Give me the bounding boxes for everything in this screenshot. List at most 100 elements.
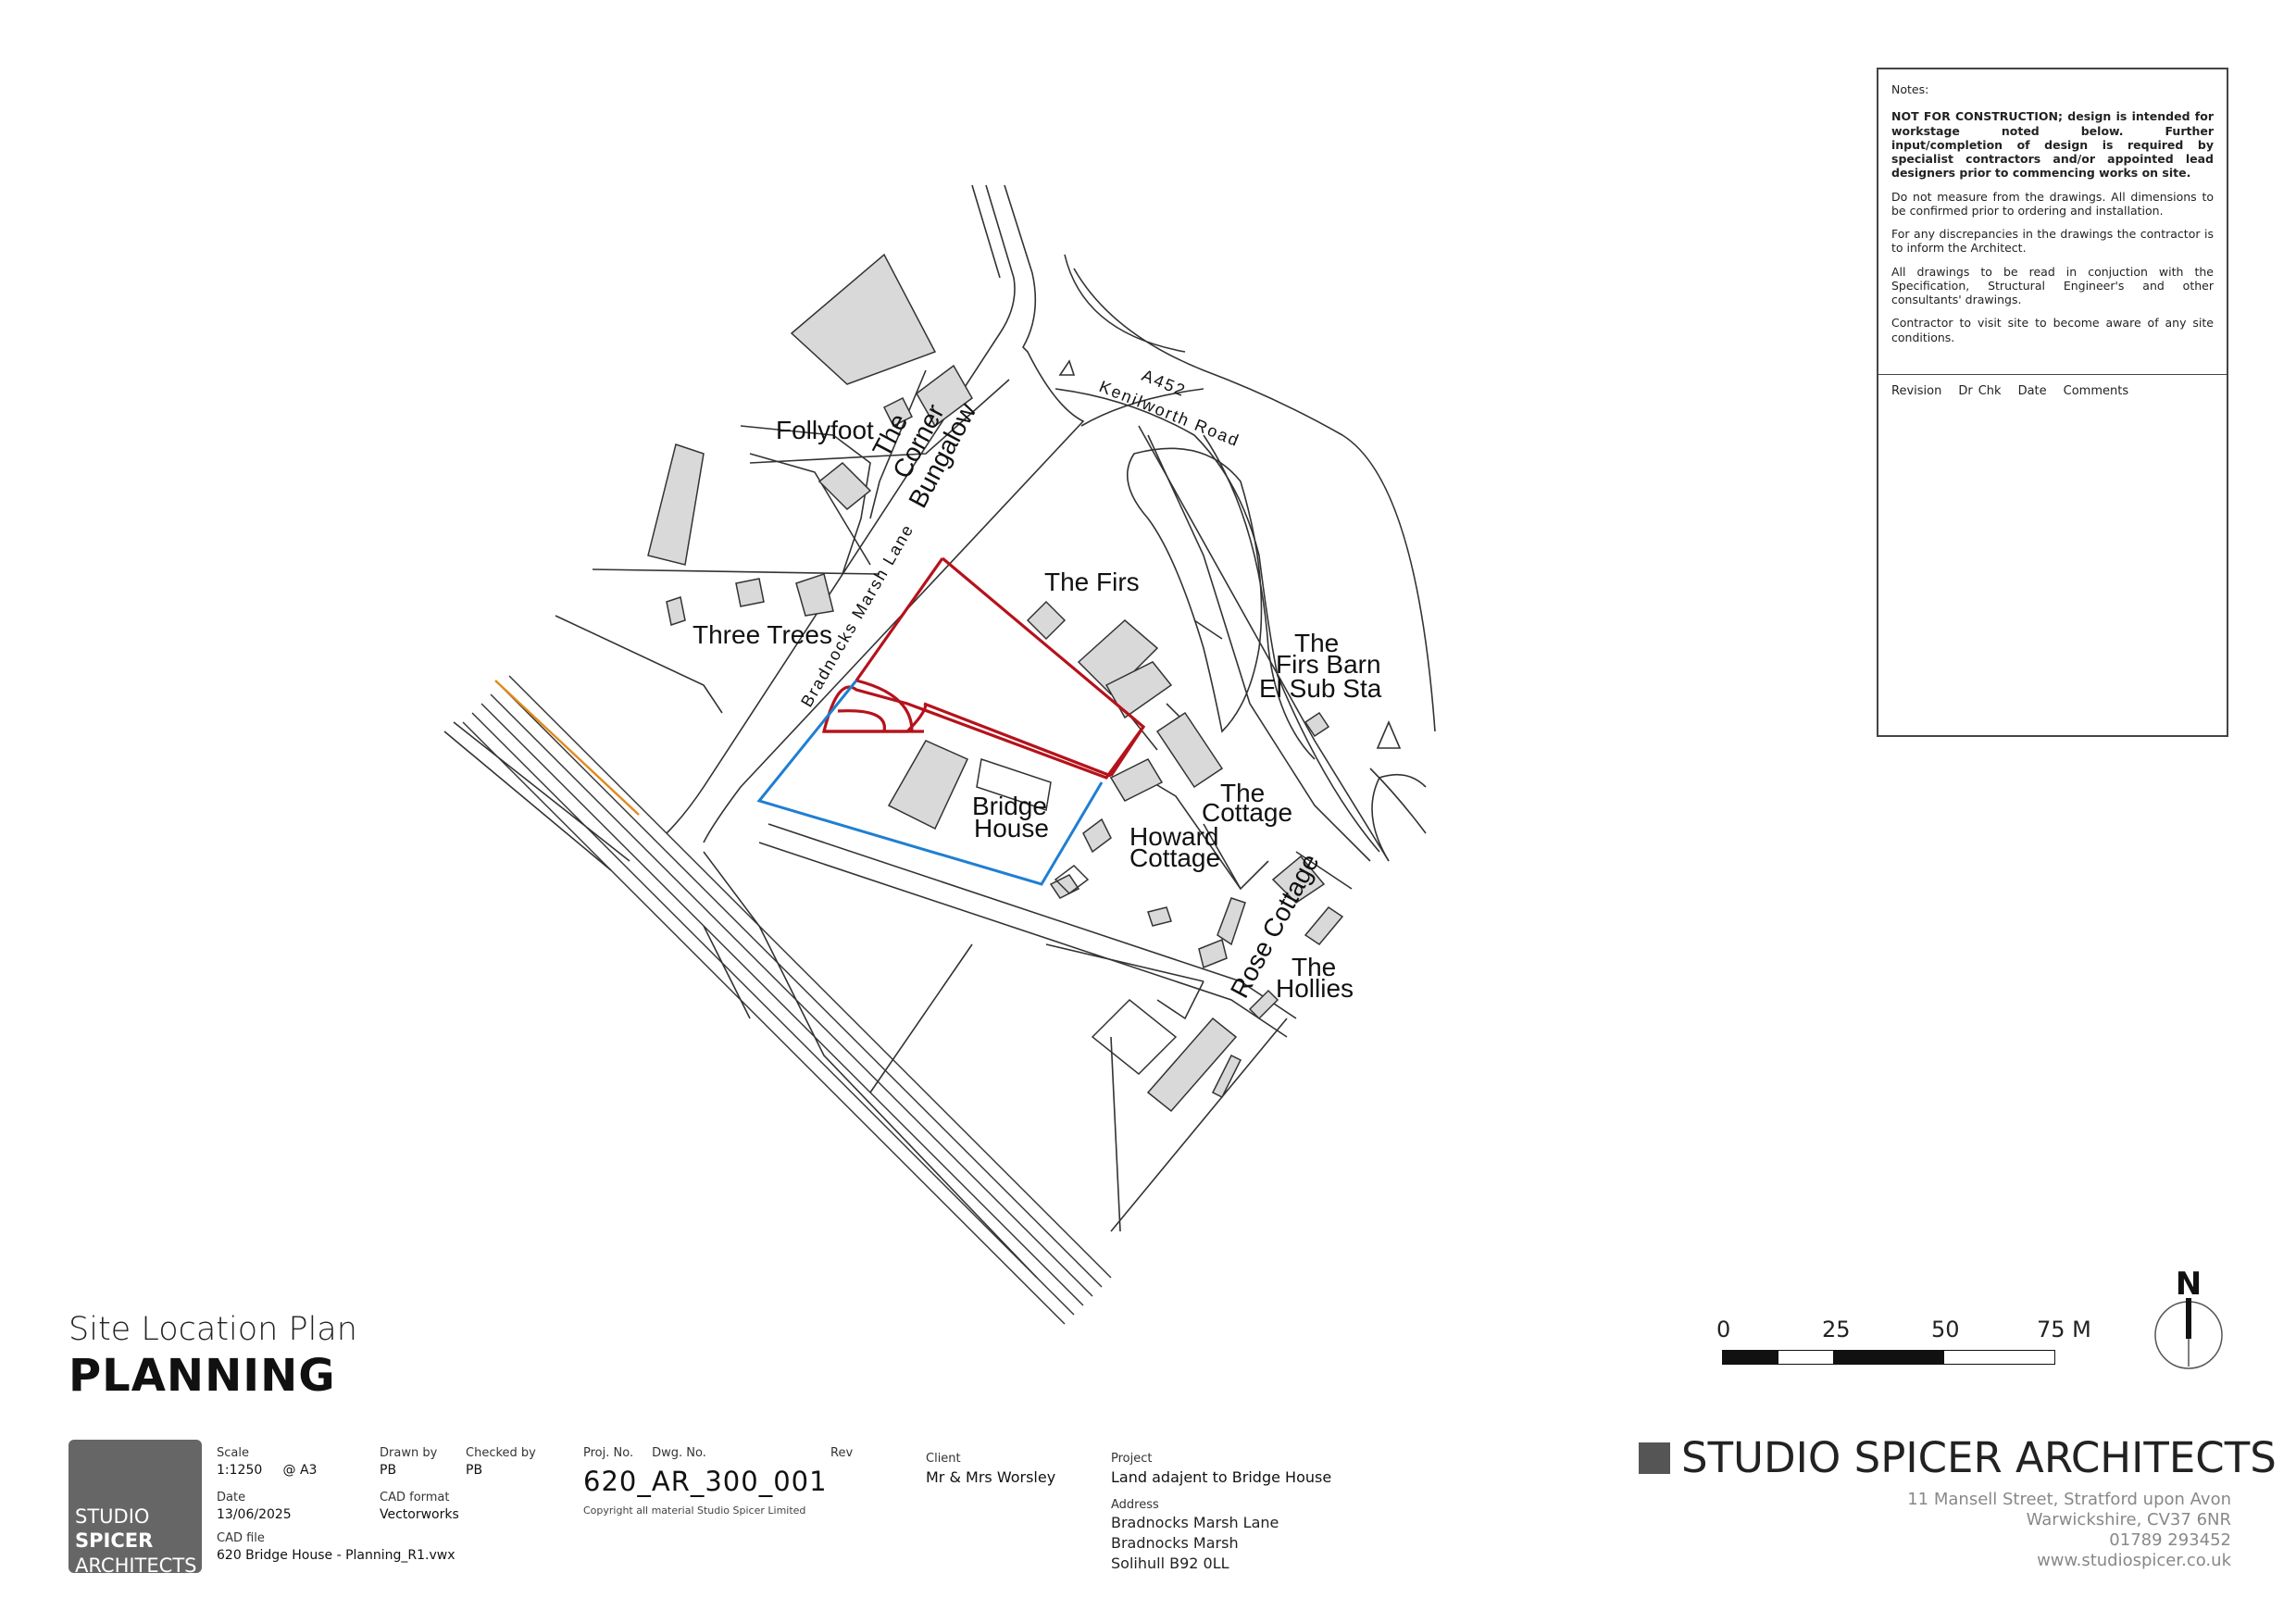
label-howard-cottage-1: Howard	[1129, 822, 1218, 851]
drawing-title: PLANNING	[69, 1350, 336, 1402]
note-item: NOT FOR CONSTRUCTION; design is intended…	[1891, 109, 2214, 181]
label-the-cottage-2: Cottage	[1202, 798, 1292, 827]
label-three-trees: Three Trees	[693, 620, 832, 649]
revision-column-header: Revision	[1891, 384, 1942, 398]
revision-column-header: Date	[2017, 384, 2047, 398]
revision-column-header: Chk	[1978, 384, 2002, 398]
checked-by-value: PB	[466, 1463, 483, 1478]
notes-panel: Notes: NOT FOR CONSTRUCTION; design is i…	[1877, 68, 2228, 737]
building-south-shed	[1091, 998, 1178, 1076]
note-item: All drawings to be read in conjuction wi…	[1891, 264, 2214, 307]
dwg-no-label: Dwg. No.	[652, 1446, 706, 1460]
client-field: Client Mr & Mrs Worsley	[926, 1452, 1055, 1486]
logo-line: ARCHITECTS	[75, 1554, 197, 1577]
bradnocks-marsh-lane-west-edge	[666, 184, 1016, 834]
building-rose-2	[1217, 897, 1246, 946]
label-howard-cottage-2: Cottage	[1129, 843, 1220, 872]
building-howard-2	[1049, 874, 1080, 899]
label-the-cottage-1: The	[1220, 779, 1265, 807]
building-three-trees-2	[795, 573, 834, 617]
firm-website-link[interactable]: www.studiospicer.co.uk	[2037, 1551, 2231, 1570]
firm-address-line: 11 Mansell Street, Stratford upon Avon	[1907, 1490, 2231, 1509]
address-label: Address	[1111, 1498, 1159, 1512]
building-the-cottage	[1155, 711, 1224, 789]
revision-column-header: Comments	[2063, 384, 2129, 398]
note-item: For any discrepancies in the drawings th…	[1891, 227, 2214, 256]
building-rose-1	[1271, 855, 1326, 904]
drawing-number: 620_AR_300_001	[583, 1466, 828, 1497]
project-label: Project	[1111, 1452, 1153, 1466]
scale-field-label: Scale	[217, 1446, 249, 1460]
checked-by-field: Checked by PB	[466, 1446, 536, 1478]
note-item: Do not measure from the drawings. All di…	[1891, 189, 2214, 218]
firm-address: 11 Mansell Street, Stratford upon Avon W…	[1907, 1490, 2231, 1571]
copyright-notice: Copyright all material Studio Spicer Lim…	[583, 1504, 806, 1517]
label-bridge-house-1: Bridge	[972, 792, 1047, 820]
site-boundary-red	[821, 556, 1146, 780]
revision-column-header: Dr	[1958, 384, 1973, 398]
cad-format-value: Vectorworks	[380, 1507, 459, 1522]
client-value: Mr & Mrs Worsley	[926, 1468, 1056, 1486]
scale-segment	[1999, 1351, 2054, 1364]
firm-logo-square-icon	[1639, 1442, 1670, 1474]
address-field: Address Bradnocks Marsh Lane Bradnocks M…	[1111, 1498, 1279, 1574]
scale-segment	[1833, 1351, 1890, 1364]
scale-segment	[1944, 1351, 2000, 1364]
drawing-subtitle: Site Location Plan	[69, 1311, 357, 1348]
revision-table-header: Revision Dr Chk Date Comments	[1878, 375, 2227, 408]
label-firs-barn-1: The	[1294, 629, 1339, 657]
drawn-by-field: Drawn by PB	[380, 1446, 437, 1478]
cad-file-field: CAD file 620 Bridge House - Planning_R1.…	[217, 1531, 455, 1563]
firm-name-part: ARCHITECTS	[2002, 1433, 2277, 1482]
building-el-sub-sta	[1304, 711, 1330, 738]
rev-field: Rev	[830, 1446, 853, 1460]
label-the-hollies-2: Hollies	[1276, 974, 1354, 1003]
scale-bar: 0 25 50 75 M	[1716, 1317, 2111, 1391]
checked-by-label: Checked by	[466, 1446, 536, 1460]
firm-name-part: STUDIO	[1681, 1433, 1854, 1482]
project-field: Project Land adajent to Bridge House	[1111, 1452, 1331, 1486]
label-firs-barn-2: Firs Barn	[1276, 650, 1381, 679]
drawn-by-label: Drawn by	[380, 1446, 438, 1460]
building-howard-3	[1147, 906, 1172, 927]
notes-content: Notes: NOT FOR CONSTRUCTION; design is i…	[1878, 69, 2227, 375]
scale-field-value: 1:1250 @ A3	[217, 1463, 318, 1478]
cad-format-field: CAD format Vectorworks	[380, 1491, 459, 1522]
drawn-by-value: PB	[380, 1463, 397, 1478]
building-hollies-2	[1248, 989, 1279, 1020]
building-field-shed	[1054, 865, 1090, 894]
firm-phone: 01789 293452	[2109, 1530, 2231, 1550]
building-three-trees-1	[735, 578, 765, 607]
building-the-firs-main	[1077, 619, 1159, 696]
logo-line: STUDIO	[75, 1505, 150, 1528]
scale-segment	[1723, 1351, 1778, 1364]
rev-label: Rev	[830, 1446, 854, 1460]
proj-no-label: Proj. No.	[583, 1446, 634, 1460]
building-corner-bungalow	[916, 364, 973, 428]
building-the-firs-small	[1026, 600, 1067, 641]
rail-edge-orange	[494, 680, 640, 816]
kenilworth-road-north-edge	[1073, 268, 1436, 732]
address-line: Solihull B92 0LL	[1111, 1554, 1229, 1572]
label-bridge-house-2: House	[974, 814, 1049, 843]
date-field: Date 13/06/2025	[217, 1491, 292, 1522]
label-follyfoot: Follyfoot	[776, 416, 874, 444]
client-label: Client	[926, 1452, 961, 1466]
building-rose-3	[1198, 938, 1228, 969]
date-value: 13/06/2025	[217, 1507, 292, 1522]
address-line: Bradnocks Marsh	[1111, 1534, 1239, 1552]
building-hollies-1	[1304, 906, 1344, 945]
scale-segment	[1778, 1351, 1834, 1364]
scale-label: 25	[1822, 1317, 1851, 1342]
cad-file-label: CAD file	[217, 1531, 265, 1545]
label-the-hollies-1: The	[1292, 953, 1336, 981]
label-the-firs: The Firs	[1044, 568, 1140, 596]
bradnocks-marsh-lane-east-edge	[703, 184, 1085, 843]
kenilworth-road-south-edge	[1054, 388, 1380, 853]
building-follyfoot	[817, 461, 872, 511]
building-corner-small	[882, 396, 914, 428]
ownership-boundary-blue	[756, 680, 1104, 886]
date-label: Date	[217, 1491, 246, 1504]
building-south-1	[1146, 1017, 1238, 1113]
firm-name: STUDIO SPICER ARCHITECTS	[1639, 1433, 2277, 1482]
